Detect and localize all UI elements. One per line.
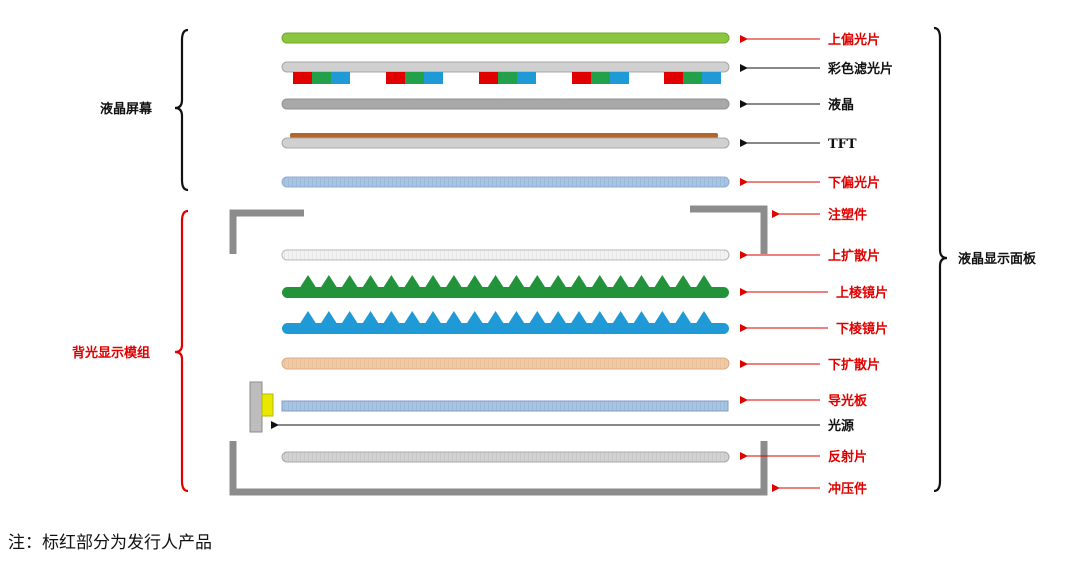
filter-cell: [424, 72, 443, 84]
filter-cell: [664, 72, 683, 84]
tft-electrode-strip: [290, 133, 718, 138]
prism-tooth: [340, 275, 359, 289]
prism-tooth: [361, 311, 380, 325]
prism-tooth: [382, 275, 401, 289]
prism-tooth: [299, 275, 317, 289]
prism-tooth: [319, 311, 338, 325]
color-filter-cells: [293, 72, 721, 84]
upper-diffuser-layer: [281, 249, 730, 261]
prism-tooth: [486, 275, 505, 289]
lower-diffuser-layer: [281, 357, 730, 370]
lcd-screen-brace: [174, 28, 189, 192]
filter-cell: [517, 72, 536, 84]
prism-tooth: [403, 311, 422, 325]
label-stamped-frame: 冲压件: [828, 481, 867, 497]
prism-tooth: [674, 311, 693, 325]
label-upper-polarizer: 上偏光片: [828, 32, 880, 48]
prism-tooth: [507, 275, 526, 289]
prism-tooth: [549, 275, 568, 289]
filter-cell: [591, 72, 610, 84]
prism-tooth: [653, 311, 672, 325]
injection-frame-left: [229, 209, 304, 254]
light-guide-plate: [281, 400, 729, 412]
prism-tooth: [403, 275, 422, 289]
group-label-lcd-panel: 液晶显示面板: [958, 251, 1037, 267]
filter-cell: [702, 72, 721, 84]
prism-tooth: [382, 311, 401, 325]
prism-tooth: [444, 311, 463, 325]
color-filter-substrate: [281, 61, 730, 73]
prism-tooth: [486, 311, 505, 325]
light-source-housing: [249, 381, 263, 433]
filter-cell: [683, 72, 702, 84]
prism-tooth: [653, 275, 672, 289]
label-lower-polarizer: 下偏光片: [828, 175, 880, 191]
prism-tooth: [507, 311, 526, 325]
prism-tooth: [424, 275, 443, 289]
label-reflector: 反射片: [828, 449, 867, 465]
stamped-frame: [229, 441, 768, 496]
light-source-led: [261, 393, 274, 417]
prism-tooth: [340, 311, 359, 325]
prism-tooth: [674, 275, 693, 289]
filter-cell: [312, 72, 331, 84]
footnote: 注：标红部分为发行人产品: [8, 533, 212, 553]
filter-cell: [405, 72, 424, 84]
prism-tooth: [590, 311, 609, 325]
lower-prism-teeth: [299, 311, 713, 325]
lower-polarizer-layer: [281, 176, 730, 188]
group-label-lcd-screen: 液晶屏幕: [100, 101, 153, 117]
label-upper-prism: 上棱镜片: [836, 285, 888, 301]
label-lower-diffuser: 下扩散片: [828, 357, 880, 373]
prism-tooth: [299, 311, 317, 325]
prism-tooth: [611, 275, 630, 289]
prism-tooth: [549, 311, 568, 325]
diagram-canvas: 液晶屏幕 背光显示模组 液晶显示面板 上偏光片 彩色滤光片 液晶 TFT 下偏光…: [72, 26, 1037, 497]
lower-prism-layer: [282, 323, 729, 334]
filter-cell: [386, 72, 405, 84]
filter-cell: [331, 72, 350, 84]
prism-tooth: [590, 275, 609, 289]
label-injection-frame: 注塑件: [828, 207, 867, 223]
prism-tooth: [695, 275, 713, 289]
prism-tooth: [695, 311, 713, 325]
prism-tooth: [528, 311, 547, 325]
liquid-crystal-layer: [281, 98, 730, 110]
label-upper-diffuser: 上扩散片: [828, 248, 880, 264]
label-light-source: 光源: [827, 418, 854, 434]
prism-tooth: [632, 275, 651, 289]
prism-tooth: [611, 311, 630, 325]
prism-tooth: [465, 275, 484, 289]
filter-cell: [498, 72, 517, 84]
group-label-backlight-module: 背光显示模组: [72, 345, 150, 361]
prism-tooth: [465, 311, 484, 325]
reflector-layer: [281, 451, 730, 463]
upper-prism-layer: [282, 287, 729, 298]
filter-cell: [572, 72, 591, 84]
prism-tooth: [569, 275, 588, 289]
backlight-module-brace: [174, 209, 189, 493]
filter-cell: [610, 72, 629, 84]
filter-cell: [293, 72, 312, 84]
prism-tooth: [528, 275, 547, 289]
prism-tooth: [361, 275, 380, 289]
prism-tooth: [569, 311, 588, 325]
prism-tooth: [319, 275, 338, 289]
label-color-filter: 彩色滤光片: [827, 61, 893, 77]
label-lower-prism: 下棱镜片: [836, 321, 888, 337]
prism-tooth: [444, 275, 463, 289]
tft-glass-layer: [281, 137, 730, 149]
filter-cell: [479, 72, 498, 84]
lcd-panel-brace: [933, 26, 948, 493]
label-liquid-crystal: 液晶: [828, 97, 854, 113]
prism-tooth: [632, 311, 651, 325]
injection-frame-right: [690, 205, 768, 254]
label-tft: TFT: [828, 137, 857, 152]
upper-polarizer-layer: [281, 32, 730, 44]
label-light-guide: 导光板: [828, 393, 868, 409]
upper-prism-teeth: [299, 275, 713, 289]
prism-tooth: [424, 311, 443, 325]
